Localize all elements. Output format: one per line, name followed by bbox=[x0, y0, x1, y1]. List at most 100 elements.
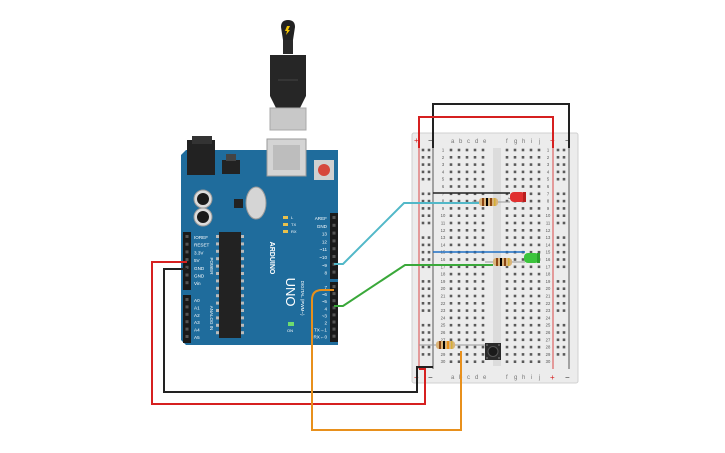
bb-hole[interactable] bbox=[513, 156, 517, 159]
header-pin[interactable] bbox=[185, 258, 189, 262]
bb-hole[interactable] bbox=[537, 163, 541, 166]
bb-hole[interactable] bbox=[473, 353, 477, 356]
bb-hole[interactable] bbox=[521, 185, 525, 188]
rail-hole[interactable] bbox=[427, 265, 431, 269]
bb-hole[interactable] bbox=[537, 302, 541, 305]
rail-hole[interactable] bbox=[427, 250, 431, 254]
header-pin[interactable] bbox=[332, 313, 336, 317]
bb-hole[interactable] bbox=[449, 316, 453, 320]
bb-hole[interactable] bbox=[465, 214, 469, 217]
bb-hole[interactable] bbox=[457, 243, 461, 247]
rail-hole[interactable] bbox=[556, 309, 560, 312]
header-pin[interactable] bbox=[185, 250, 189, 254]
rail-hole[interactable] bbox=[421, 156, 425, 159]
bb-hole[interactable] bbox=[473, 236, 477, 239]
bb-hole[interactable] bbox=[457, 229, 461, 232]
bb-hole[interactable] bbox=[529, 177, 533, 181]
bb-hole[interactable] bbox=[465, 229, 469, 232]
bb-hole[interactable] bbox=[465, 345, 469, 349]
header-pin[interactable] bbox=[332, 320, 336, 324]
bb-hole[interactable] bbox=[465, 207, 469, 210]
bb-hole[interactable] bbox=[473, 258, 477, 261]
rail-hole[interactable] bbox=[562, 221, 566, 225]
bb-hole[interactable] bbox=[513, 236, 517, 239]
bb-hole[interactable] bbox=[465, 163, 469, 166]
bb-hole[interactable] bbox=[513, 163, 517, 166]
rail-hole[interactable] bbox=[427, 243, 431, 247]
rail-hole[interactable] bbox=[562, 353, 566, 356]
rail-hole[interactable] bbox=[562, 214, 566, 217]
bb-hole[interactable] bbox=[529, 316, 533, 320]
bb-hole[interactable] bbox=[529, 323, 533, 327]
bb-hole[interactable] bbox=[513, 177, 517, 181]
bb-hole[interactable] bbox=[505, 229, 509, 232]
rail-hole[interactable] bbox=[556, 236, 560, 239]
bb-hole[interactable] bbox=[537, 309, 541, 312]
rail-hole[interactable] bbox=[427, 236, 431, 239]
bb-hole[interactable] bbox=[481, 207, 485, 210]
bb-hole[interactable] bbox=[481, 280, 485, 283]
breadboard[interactable]: + − + − + − + − 112233445566778899101011… bbox=[411, 132, 579, 384]
bb-hole[interactable] bbox=[465, 331, 469, 334]
bb-hole[interactable] bbox=[481, 148, 485, 152]
bb-hole[interactable] bbox=[449, 280, 453, 283]
bb-hole[interactable] bbox=[521, 170, 525, 174]
bb-hole[interactable] bbox=[521, 280, 525, 283]
bb-hole[interactable] bbox=[529, 199, 533, 203]
bb-hole[interactable] bbox=[473, 207, 477, 210]
bb-hole[interactable] bbox=[521, 338, 525, 342]
bb-hole[interactable] bbox=[465, 353, 469, 356]
rail-hole[interactable] bbox=[556, 345, 560, 349]
bb-hole[interactable] bbox=[449, 294, 453, 298]
bb-hole[interactable] bbox=[457, 287, 461, 290]
rail-hole[interactable] bbox=[562, 309, 566, 312]
header-pin[interactable] bbox=[185, 298, 189, 301]
bb-hole[interactable] bbox=[537, 353, 541, 356]
rail-hole[interactable] bbox=[562, 236, 566, 239]
bb-hole[interactable] bbox=[449, 221, 453, 225]
bb-hole[interactable] bbox=[481, 243, 485, 247]
bb-hole[interactable] bbox=[449, 199, 453, 203]
bb-hole[interactable] bbox=[537, 185, 541, 188]
bb-hole[interactable] bbox=[457, 265, 461, 269]
bb-hole[interactable] bbox=[449, 177, 453, 181]
bb-hole[interactable] bbox=[521, 177, 525, 181]
bb-hole[interactable] bbox=[513, 309, 517, 312]
bb-hole[interactable] bbox=[457, 258, 461, 261]
rail-hole[interactable] bbox=[427, 309, 431, 312]
bb-hole[interactable] bbox=[537, 360, 541, 363]
bb-hole[interactable] bbox=[481, 294, 485, 298]
header-pin[interactable] bbox=[185, 281, 189, 285]
bb-hole[interactable] bbox=[505, 272, 509, 276]
bb-hole[interactable] bbox=[473, 229, 477, 232]
header-pin[interactable] bbox=[332, 299, 336, 303]
bb-hole[interactable] bbox=[537, 192, 541, 196]
rail-hole[interactable] bbox=[556, 265, 560, 269]
rail-hole[interactable] bbox=[427, 287, 431, 290]
bb-hole[interactable] bbox=[537, 287, 541, 290]
bb-hole[interactable] bbox=[481, 229, 485, 232]
header-pin[interactable] bbox=[332, 334, 336, 338]
bb-hole[interactable] bbox=[505, 148, 509, 152]
rail-hole[interactable] bbox=[556, 331, 560, 334]
bb-hole[interactable] bbox=[449, 265, 453, 269]
bb-hole[interactable] bbox=[465, 302, 469, 305]
bb-hole[interactable] bbox=[529, 207, 533, 210]
bb-hole[interactable] bbox=[457, 316, 461, 320]
bb-hole[interactable] bbox=[449, 214, 453, 217]
wire-orange-button[interactable] bbox=[311, 289, 462, 431]
bb-hole[interactable] bbox=[529, 331, 533, 334]
bb-hole[interactable] bbox=[513, 258, 517, 261]
bb-hole[interactable] bbox=[529, 280, 533, 283]
usb-cable[interactable] bbox=[269, 20, 307, 131]
bb-hole[interactable] bbox=[513, 148, 517, 152]
bb-hole[interactable] bbox=[465, 316, 469, 320]
bb-hole[interactable] bbox=[505, 294, 509, 298]
wire-black-rail-bridge[interactable] bbox=[432, 103, 570, 148]
rail-hole[interactable] bbox=[421, 258, 425, 261]
bb-hole[interactable] bbox=[537, 236, 541, 239]
bb-hole[interactable] bbox=[529, 272, 533, 276]
rail-hole[interactable] bbox=[427, 302, 431, 305]
bb-hole[interactable] bbox=[529, 148, 533, 152]
header-pin[interactable] bbox=[332, 306, 336, 310]
